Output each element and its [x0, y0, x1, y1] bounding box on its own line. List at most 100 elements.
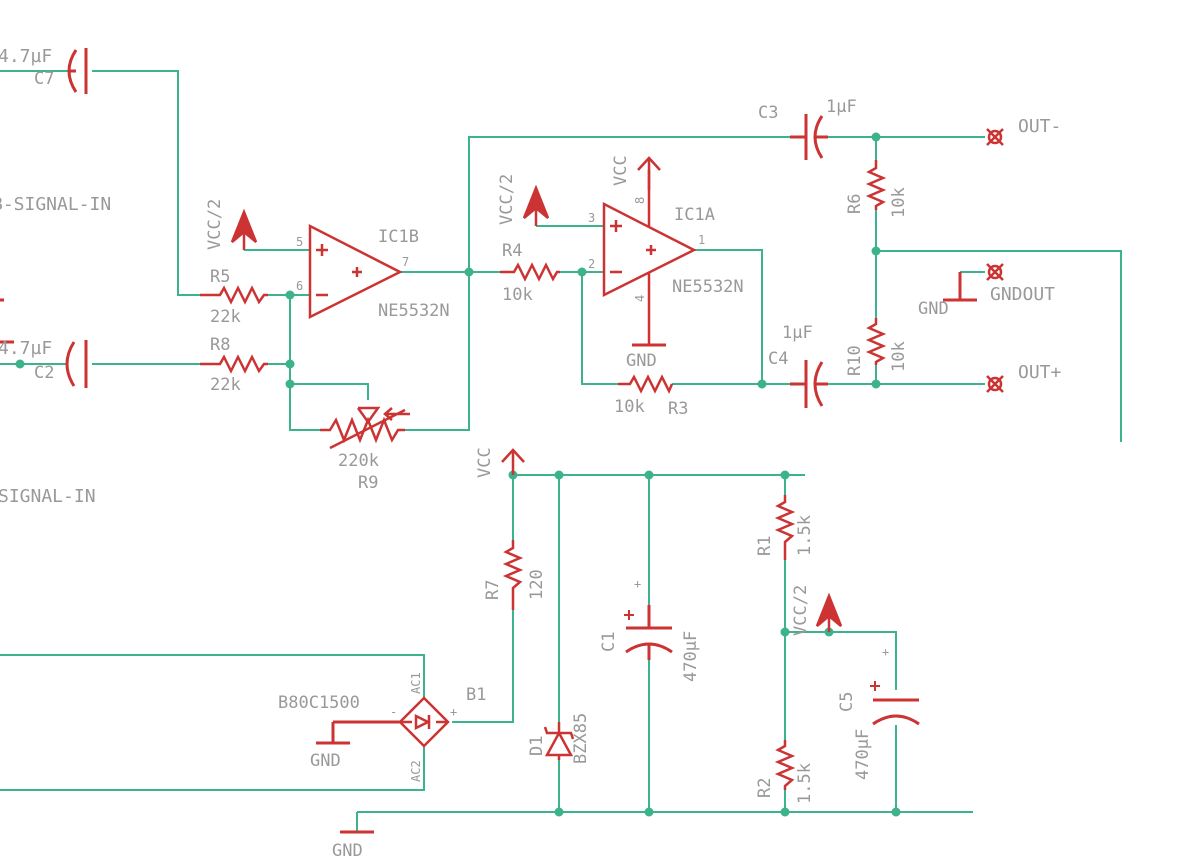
- label-r5-name: R5: [210, 267, 230, 287]
- resistor-r7: [502, 540, 524, 610]
- label-b1-name: B1: [466, 685, 486, 705]
- label-r6-value: 10k: [889, 187, 909, 218]
- label-c4-value: 1µF: [782, 323, 813, 343]
- connector-gndout: [986, 263, 1004, 281]
- label-gnd-b: GND: [918, 299, 949, 319]
- resistor-r10: [865, 318, 887, 365]
- wires: [0, 70, 1122, 832]
- label-c5-plus: +: [882, 645, 889, 659]
- ground-symbol-b: [943, 272, 977, 302]
- label-d1-name: D1: [527, 736, 547, 756]
- label-r9-value: 220k: [338, 451, 379, 471]
- supply-arrow-vcc-a: [637, 156, 661, 190]
- label-pin6b: 6: [296, 279, 303, 293]
- label-pin5b: 5: [296, 235, 303, 249]
- label-r7-value: 120: [527, 569, 547, 600]
- label-vcc2-c: VCC/2: [791, 585, 811, 636]
- label-ic1a-part: NE5532N: [672, 277, 744, 297]
- label-ic1a-name: IC1A: [674, 205, 715, 225]
- label-c5-value: 470µF: [853, 729, 873, 780]
- label-c3-name: C3: [758, 103, 778, 123]
- opamp-ic1b: [308, 223, 403, 320]
- connector-out-plus: [986, 375, 1004, 393]
- resistor-r2: [774, 740, 796, 790]
- label-b-signal-in: B-SIGNAL-IN: [0, 194, 111, 215]
- label-c1-name: C1: [599, 632, 619, 652]
- label-gnd-c: GND: [310, 751, 341, 771]
- label-r1-name: R1: [755, 536, 775, 556]
- label-signal-in: SIGNAL-IN: [0, 486, 96, 507]
- potentiometer-r9: [320, 406, 410, 450]
- connector-out-minus: [986, 128, 1004, 146]
- resistor-r8: [200, 354, 268, 374]
- supply-arrow-vcc-b: [501, 448, 525, 475]
- capacitor-c5: [870, 681, 920, 726]
- label-r4-value: 10k: [502, 285, 533, 305]
- label-r7-name: R7: [483, 580, 503, 600]
- supply-arrow-vcc2-b: [522, 184, 550, 226]
- label-ac2: AC2: [409, 760, 423, 782]
- label-r4-name: R4: [502, 241, 522, 261]
- label-r9-name: R9: [358, 473, 378, 493]
- label-b1-part: B80C1500: [278, 693, 360, 713]
- supply-arrow-vcc2-c: [815, 592, 843, 632]
- label-vcc-b: VCC: [475, 447, 495, 478]
- label-r3-name: R3: [668, 399, 688, 419]
- label-pin2a: 2: [588, 257, 595, 271]
- label-c2-name: C2: [34, 363, 54, 383]
- label-r2-name: R2: [755, 778, 775, 798]
- label-pin7b: 7: [402, 255, 409, 269]
- resistor-r5: [200, 285, 268, 305]
- label-pin8a: 8: [633, 197, 647, 204]
- label-vcc2-a: VCC/2: [205, 199, 225, 250]
- label-gnd-a: GND: [626, 351, 657, 371]
- label-r1-value: 1.5k: [795, 515, 815, 556]
- resistor-r3: [618, 374, 674, 394]
- label-out-plus: OUT+: [1018, 362, 1062, 383]
- label-pin4a: 4: [633, 295, 647, 302]
- capacitor-c1: [624, 605, 673, 660]
- label-bridge-plus: +: [450, 705, 457, 719]
- label-c3-value: 1µF: [826, 97, 857, 117]
- label-r3-value: 10k: [614, 397, 645, 417]
- label-ic1b-part: NE5532N: [378, 301, 450, 321]
- bridge-rectifier-b1: [398, 696, 450, 748]
- label-r2-value: 1.5k: [795, 763, 815, 804]
- label-r10-name: R10: [845, 345, 865, 376]
- resistor-r1: [774, 495, 796, 560]
- label-pin3a: 3: [588, 211, 595, 225]
- label-r6-name: R6: [845, 194, 865, 214]
- label-bridge-minus: -: [390, 705, 397, 719]
- label-ac1: AC1: [409, 672, 423, 694]
- supply-arrow-vcc2-a: [230, 208, 258, 250]
- label-c7-value: 4.7µF: [0, 46, 52, 67]
- label-c1-value: 470µF: [681, 631, 701, 682]
- label-c5-name: C5: [837, 692, 857, 712]
- label-vcc2-b: VCC/2: [497, 174, 517, 225]
- label-out-minus: OUT-: [1018, 116, 1061, 137]
- capacitor-c2: [65, 340, 88, 388]
- label-pin1a: 1: [698, 233, 705, 247]
- label-r10-value: 10k: [889, 341, 909, 372]
- label-d1-part: BZX85: [571, 713, 591, 764]
- zener-diode-d1: [543, 722, 575, 760]
- label-r8-value: 22k: [210, 375, 241, 395]
- junction-dots: [15, 132, 901, 817]
- capacitor-c7: [67, 48, 88, 94]
- capacitor-c3: [790, 114, 828, 160]
- label-ic1b-name: IC1B: [378, 227, 419, 247]
- capacitor-c4: [790, 360, 828, 408]
- opamp-ic1a: [602, 170, 697, 345]
- label-r8-name: R8: [210, 335, 230, 355]
- label-c4-name: C4: [768, 349, 788, 369]
- label-r5-value: 22k: [210, 307, 241, 327]
- resistor-r4: [500, 262, 560, 282]
- label-c7-name: C7: [34, 69, 54, 89]
- label-c2-value: 4.7µF: [0, 338, 52, 359]
- ground-symbol-c: [316, 720, 400, 745]
- label-gndout: GNDOUT: [990, 284, 1055, 305]
- label-gnd-d: GND: [332, 841, 363, 858]
- label-c1-plus: +: [634, 577, 641, 591]
- resistor-r6: [865, 160, 887, 210]
